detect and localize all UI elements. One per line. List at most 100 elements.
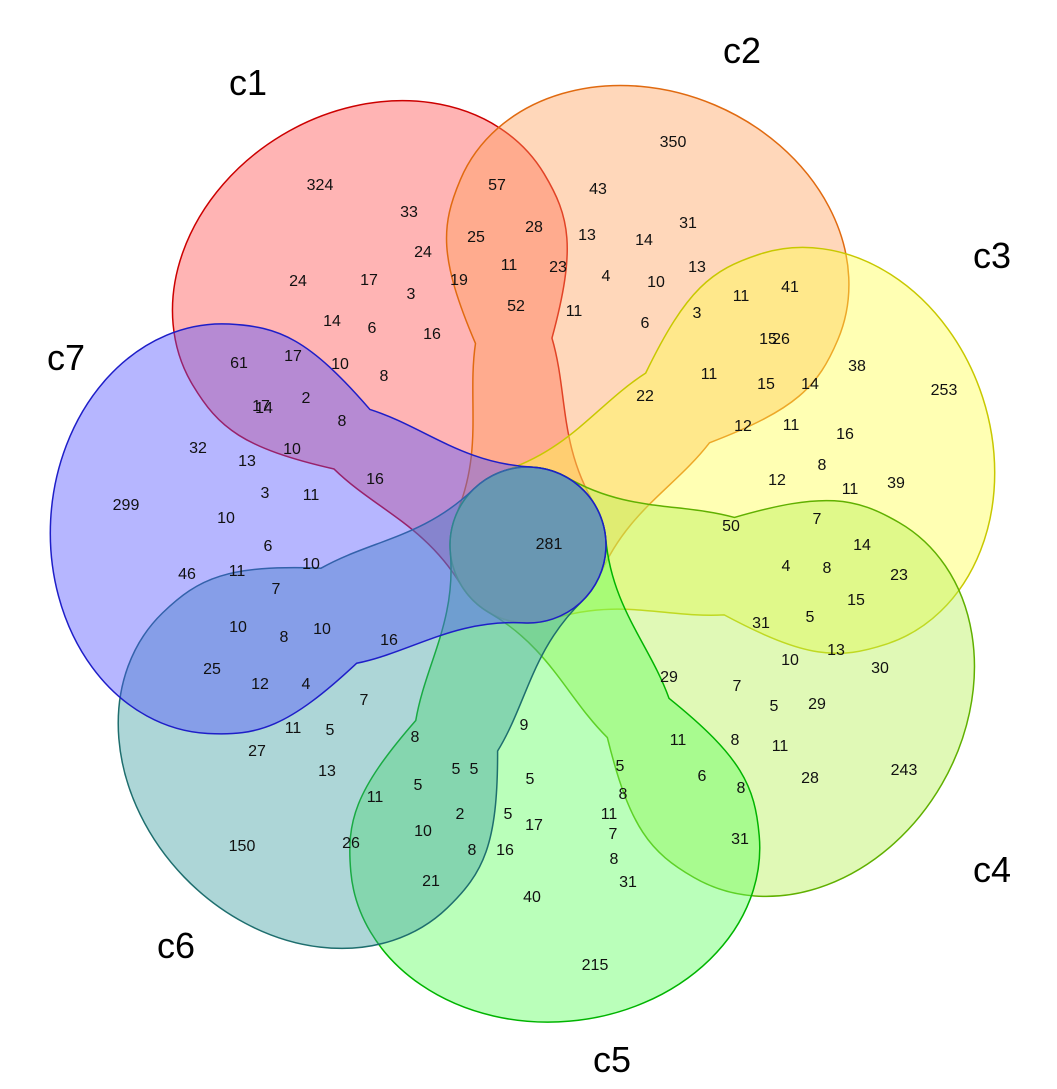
region-count: 16: [496, 842, 514, 859]
region-count: 5: [526, 771, 535, 788]
region-count: 16: [380, 632, 398, 649]
region-count: 6: [264, 538, 273, 555]
center-count: 281: [536, 536, 563, 553]
region-count: 5: [504, 806, 513, 823]
region-count: 14: [853, 537, 871, 554]
region-count: 12: [768, 472, 786, 489]
region-count: 61: [230, 355, 248, 372]
region-count: 16: [836, 426, 854, 443]
region-count: 30: [871, 660, 889, 677]
region-count: 46: [178, 566, 196, 583]
region-count: 5: [326, 722, 335, 739]
region-count: 19: [450, 272, 468, 289]
region-count: 15: [847, 592, 865, 609]
region-count: 14: [635, 232, 653, 249]
region-count: 6: [698, 768, 707, 785]
set-shape-c7: [49, 323, 607, 735]
region-count: 10: [283, 441, 301, 458]
region-count: 3: [693, 305, 702, 322]
region-count: 8: [610, 851, 619, 868]
region-count: 26: [772, 331, 790, 348]
region-count: 17: [284, 348, 302, 365]
region-count: 21: [422, 873, 440, 890]
region-count: 11: [229, 563, 246, 580]
region-count: 16: [423, 326, 441, 343]
region-count: 5: [470, 761, 479, 778]
region-count: 10: [217, 510, 235, 527]
region-count: 8: [823, 560, 832, 577]
region-count: 22: [636, 388, 654, 405]
region-count: 8: [380, 368, 389, 385]
region-count: 13: [238, 453, 256, 470]
region-count: 5: [452, 761, 461, 778]
region-count: 15: [757, 376, 775, 393]
region-count: 324: [307, 177, 334, 194]
region-count: 7: [360, 692, 369, 709]
region-count: 31: [731, 831, 749, 848]
region-count: 2: [456, 806, 465, 823]
region-count: 26: [342, 835, 360, 852]
region-count: 4: [782, 558, 791, 575]
region-count: 11: [842, 481, 859, 498]
region-count: 11: [701, 366, 718, 383]
region-count: 41: [781, 279, 799, 296]
region-count: 31: [679, 215, 697, 232]
region-count: 14: [323, 313, 341, 330]
region-count: 57: [488, 177, 506, 194]
region-count: 11: [566, 303, 583, 320]
region-count: 31: [752, 615, 770, 632]
region-count: 8: [619, 786, 628, 803]
region-count: 8: [737, 780, 746, 797]
set-label-c3: c3: [973, 235, 1011, 276]
region-count: 11: [733, 288, 750, 305]
region-count: 32: [189, 440, 207, 457]
region-count: 24: [414, 244, 432, 261]
region-count: 10: [313, 621, 331, 638]
region-count: 11: [303, 487, 320, 504]
region-count: 3: [407, 286, 416, 303]
region-count: 11: [367, 789, 384, 806]
set-label-c7: c7: [47, 337, 85, 378]
set-shapes: [49, 84, 996, 1023]
region-count: 33: [400, 204, 418, 221]
region-count: 8: [818, 457, 827, 474]
region-count: 25: [467, 229, 485, 246]
region-count: 8: [338, 413, 347, 430]
region-count: 16: [366, 471, 384, 488]
region-count: 7: [272, 581, 281, 598]
region-count: 17: [525, 817, 543, 834]
region-count: 31: [619, 874, 637, 891]
region-count: 4: [602, 268, 611, 285]
region-count: 11: [285, 720, 302, 737]
region-count: 15: [759, 331, 777, 348]
region-count: 11: [772, 738, 789, 755]
region-count: 50: [722, 518, 740, 535]
region-count: 8: [411, 729, 420, 746]
region-count: 6: [368, 320, 377, 337]
region-count: 23: [549, 259, 567, 276]
region-count: 8: [280, 629, 289, 646]
region-count: 10: [781, 652, 799, 669]
region-count: 6: [641, 315, 650, 332]
region-count: 10: [302, 556, 320, 573]
region-count: 13: [827, 642, 845, 659]
region-count: 253: [931, 382, 958, 399]
region-count: 11: [783, 417, 800, 434]
region-count: 29: [660, 669, 678, 686]
region-count: 17: [360, 272, 378, 289]
region-count: 39: [887, 475, 905, 492]
set-label-c4: c4: [973, 849, 1011, 890]
region-count: 52: [507, 298, 525, 315]
region-count: 8: [468, 842, 477, 859]
region-count: 7: [813, 511, 822, 528]
set-shape-c4: [449, 466, 976, 898]
region-count: 5: [806, 609, 815, 626]
region-count: 12: [251, 676, 269, 693]
region-count: 24: [289, 273, 307, 290]
region-count: 9: [520, 717, 529, 734]
set-label-c1: c1: [229, 62, 267, 103]
region-count: 3: [261, 485, 270, 502]
